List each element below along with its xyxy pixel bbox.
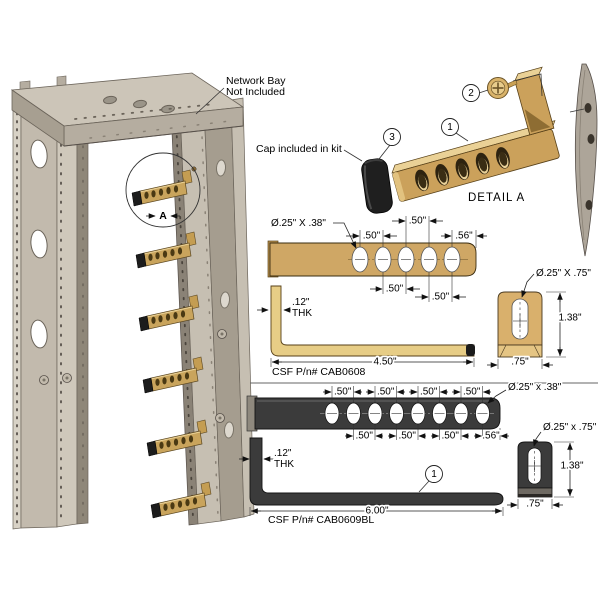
- post-cutout-holes: [30, 139, 48, 349]
- detail-marker-label: A: [159, 210, 167, 222]
- cap-3d: [361, 158, 393, 214]
- cab0608-slots: [351, 246, 461, 273]
- network-bay-note: Network Bay Not Included: [195, 75, 286, 115]
- balloon-3-label: 3: [389, 132, 395, 143]
- thickness-unit: THK: [292, 308, 312, 319]
- cab0609-slots: [324, 402, 490, 425]
- thickness-label: .12": [292, 297, 310, 308]
- balloon-2: 2: [462, 84, 489, 102]
- part-number-cab0609: CSF P/n# CAB0609BL: [268, 514, 374, 526]
- dim-label: .50": [355, 431, 373, 442]
- balloon-1-label: 1: [447, 122, 453, 133]
- dim-label: .50": [420, 387, 438, 398]
- dim-label: .50": [377, 387, 395, 398]
- rack-isometric: A Network Bay Not Included: [10, 72, 286, 530]
- dim-label: .56": [455, 231, 473, 242]
- cap-note: Cap included in kit: [256, 143, 342, 155]
- cab0609-side-view: .12" THK 1 6.00" CSF P/n# CAB0609BL: [239, 437, 504, 526]
- balloon-1-side: 1: [418, 465, 443, 493]
- bracket-3d-slots: [415, 147, 510, 192]
- end-height-dim: 1.38": [560, 461, 583, 472]
- detail-circle: A: [125, 152, 201, 228]
- length-dim: 4.50": [373, 357, 396, 368]
- end-slot-callout: Ø.25" x .75": [543, 422, 597, 433]
- cab0609-top-view: .50" .50" .50" .50" .50" .50" .50" .56": [246, 381, 563, 443]
- slot-callout: Ø.25" x .38": [508, 382, 562, 393]
- dim-label: .50": [409, 216, 427, 227]
- end-width-dim: .75": [511, 357, 529, 368]
- thickness-unit: THK: [274, 459, 294, 470]
- cab0609-views: .50" .50" .50" .50" .50" .50" .50" .56": [239, 381, 598, 526]
- dim-label: .50": [463, 387, 481, 398]
- balloon-3: 3: [378, 128, 401, 160]
- screw: [487, 73, 543, 99]
- end-width-dim: .75": [526, 499, 544, 510]
- cab0609-end-view: Ø.25" x .75" 1.38" .75": [507, 421, 598, 511]
- cab0608-side-view: .12" THK 4.50" CSF P/n# CAB0608: [257, 285, 475, 378]
- mount-panel: [569, 63, 598, 257]
- dim-label: .50": [441, 431, 459, 442]
- dim-label: .50": [432, 292, 450, 303]
- cab0608-views: .50" .50" .56" .50" .50" Ø.25" X .38" .1…: [257, 214, 593, 378]
- dim-label: .50": [398, 431, 416, 442]
- detail-a-title: DETAIL A: [468, 192, 525, 204]
- dim-label: .50": [386, 284, 404, 295]
- dim-label: .50": [363, 231, 381, 242]
- part-number-cab0608: CSF P/n# CAB0608: [272, 366, 366, 378]
- length-dim: 6.00": [365, 506, 388, 517]
- thickness-label: .12": [274, 448, 292, 459]
- note-line1: Network Bay: [226, 75, 286, 87]
- balloon-2-label: 2: [468, 88, 474, 99]
- dim-label: .50": [334, 387, 352, 398]
- dim-label: .56": [482, 431, 500, 442]
- balloon-1-label: 1: [431, 469, 437, 480]
- slot-callout: Ø.25" X .38": [271, 218, 326, 229]
- balloon-1: 1: [441, 118, 469, 142]
- cab0608-top-view: .50" .50" .56" .50" .50" Ø.25" X .38": [267, 214, 487, 304]
- note-line2: Not Included: [226, 86, 285, 98]
- end-height-dim: 1.38": [558, 313, 581, 324]
- end-slot-callout: Ø.25" X .75": [536, 268, 591, 279]
- detail-a-view: 1 2 3 Cap included in kit DETAIL A: [256, 63, 598, 257]
- cab0608-end-view: Ø.25" X .75" 1.38" .75": [487, 267, 593, 369]
